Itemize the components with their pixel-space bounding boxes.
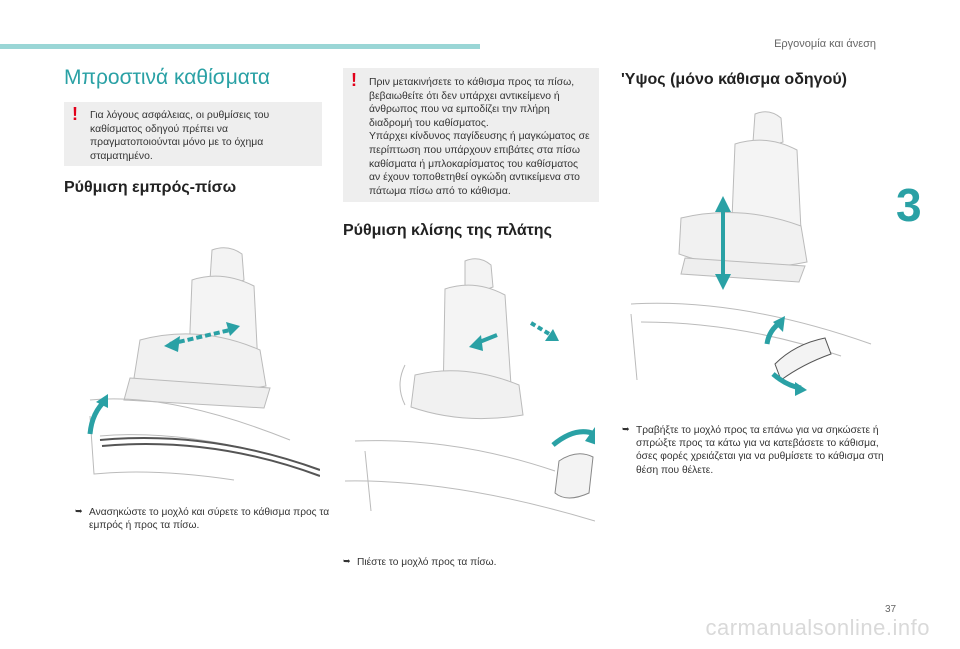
heading-backrest: Ρύθμιση κλίσης της πλάτης (343, 222, 552, 239)
seat-height-drawing (630, 111, 872, 396)
bullet-arrow-icon: ➥ (622, 425, 630, 435)
heading-height: 'Υψος (μόνο κάθισμα οδηγού) (621, 71, 847, 88)
caution-text-2: Υπάρχει κίνδυνος παγίδευσης ή μαγκώματος… (369, 131, 590, 197)
fore-aft-illustration (80, 240, 321, 490)
warning-icon: ! (351, 70, 357, 90)
bullet-arrow-icon: ➥ (343, 557, 351, 567)
height-instruction: ➥ Τραβήξτε το μοχλό προς τα επάνω για να… (622, 425, 884, 476)
header-accent-bar (0, 44, 480, 49)
seat-fore-aft-drawing (87, 247, 321, 481)
warning-icon: ! (72, 104, 78, 124)
fore-aft-instruction: ➥ Ανασηκώστε το μοχλό και σύρετε το κάθι… (75, 507, 330, 532)
watermark: carmanualsonline.info (705, 615, 930, 640)
heading-fore-aft: Ρύθμιση εμπρός-πίσω (64, 179, 237, 196)
backrest-illustration (344, 255, 599, 540)
warning-text: Για λόγους ασφάλειας, οι ρυθμίσεις του κ… (90, 110, 270, 162)
section-title: Εργονομία και άνεση (774, 38, 876, 50)
height-illustration (625, 108, 875, 403)
caution-text-1: Πριν μετακινήσετε το κάθισμα προς τα πίσ… (369, 77, 575, 129)
seat-recline-drawing (344, 258, 599, 522)
backrest-instruction: ➥ Πιέστε το μοχλό προς τα πίσω. (343, 557, 497, 568)
chapter-number: 3 (896, 179, 922, 231)
caution-box: ! Πριν μετακινήσετε το κάθισμα προς τα π… (343, 68, 599, 202)
page-title: Μπροστινά καθίσματα (64, 66, 271, 89)
bullet-arrow-icon: ➥ (75, 507, 83, 517)
safety-warning-box: ! Για λόγους ασφάλειας, οι ρυθμίσεις του… (64, 102, 322, 166)
page-number: 37 (885, 604, 897, 615)
